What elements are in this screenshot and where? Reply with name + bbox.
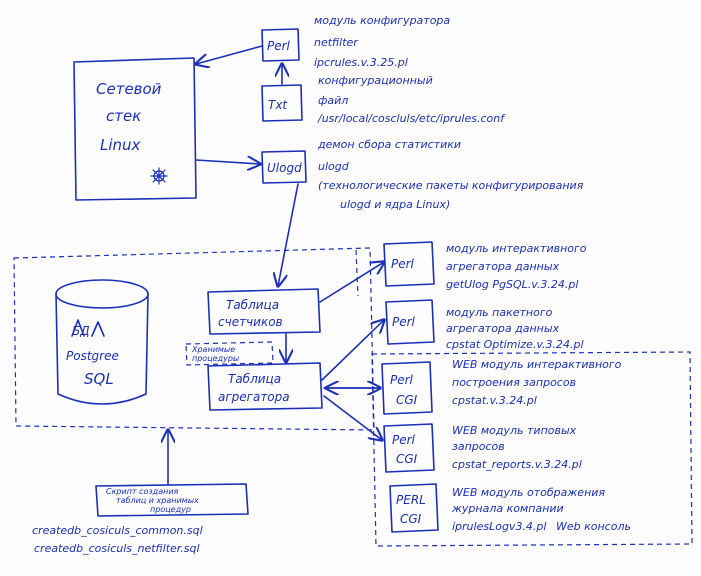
perl-batch-box: Perl [392,315,416,329]
linux-stack-line3: Linux [100,136,141,154]
scripts-file2: createdb_cosiculs_netfilter.sql [34,542,200,555]
cgi-reports-box1: Perl [392,433,416,447]
perl-batch-line3: cpstat Optimize.v.3.24.pl [446,338,584,351]
table-aggregator-line2: агрегатора [218,390,290,404]
linux-stack-node: Сетевой стек Linux [73,57,197,201]
stored-procedures-node: Хранимые процедуры [185,341,274,366]
cgi-console-line2: журнала компании [451,502,564,515]
db-label2: Postgree [66,349,119,363]
cgi-reports-line3: cpstat_reports.v.3.24.pl [452,458,582,471]
linux-stack-line1: Сетевой [96,80,162,98]
scripts-file1: createdb_cosiculs_common.sql [32,524,203,537]
perl-interactive-box: Perl [391,257,415,271]
linux-stack-line2: стек [106,107,141,125]
perl-batch-node: Perl модуль пакетного агрегатора данных … [385,299,584,351]
perl-netfilter-line1: модуль конфигуратора [314,14,450,27]
connectors [168,45,384,485]
perl-interactive-node: Perl модуль интерактивного агрегатора да… [383,241,587,291]
ulogd-node: Ulogd демон сбора статистики ulogd (техн… [261,138,584,211]
table-counters-node: Таблица счетчиков [207,288,321,335]
perl-netfilter-line3: ipcrules.v.3.25.pl [314,56,408,69]
ulogd-line1: демон сбора статистики [317,138,461,151]
perl-netfilter-box: Perl [267,39,291,53]
cgi-reports-line1: WEB модуль типовых [452,424,577,437]
cgi-reports-box2: CGI [396,452,418,466]
stored-proc-line2: процедуры [192,354,239,363]
table-counters-line2: счетчиков [218,315,283,329]
cgi-interactive-line1: WEB модуль интерактивного [452,358,622,371]
perl-interactive-line3: getUlog PgSQL.v.3.24.pl [446,278,578,291]
scripts-line2: таблиц и хранимых [116,496,199,505]
db-divider [355,249,359,297]
perl-netfilter-line2: netfilter [314,36,359,49]
ulogd-line2: ulogd [318,160,350,173]
cgi-console-line3: iprulesLogv3.4.pl [452,520,546,533]
db-label3: SQL [84,370,114,388]
table-counters-line1: Таблица [226,298,279,312]
db-container-border [13,247,375,431]
stored-proc-line1: Хранимые [191,345,235,354]
cgi-interactive-node: Perl CGI WEB модуль интерактивного постр… [381,358,622,415]
txt-config-line2: файл [318,94,348,107]
perl-netfilter-node: Perl модуль конфигуратора netfilter ipcr… [261,14,450,69]
scripts-node: Скрипт создания таблиц и хранимых процед… [32,483,249,555]
cgi-reports-line2: запросов [452,440,505,453]
cgi-reports-node: Perl CGI WEB модуль типовых запросов cps… [383,423,582,473]
cgi-interactive-line3: cpstat.v.3.24.pl [452,394,537,407]
cgi-interactive-box2: CGI [396,393,418,407]
cgi-console-box1: PERL [396,493,426,507]
db-label1: БД [72,324,90,338]
cgi-interactive-line2: построения запросов [452,376,576,389]
txt-config-box: Txt [268,98,288,112]
ulogd-line4: ulogd и ядра Linux) [340,198,450,211]
table-aggregator-node: Таблица агрегатора [207,362,323,411]
perl-interactive-line1: модуль интерактивного [446,242,587,255]
txt-config-line1: конфигурационный [318,74,433,87]
perl-batch-line2: агрегатора данных [446,322,560,335]
perl-batch-line1: модуль пакетного [446,306,553,319]
cgi-console-line1: WEB модуль отображения [452,486,605,499]
database-icon: БД Postgree SQL [55,279,149,405]
txt-config-node: Txt конфигурационный файл /usr/local/cos… [261,74,506,125]
cgi-console-node: PERL CGI WEB модуль отображения журнала … [389,483,631,533]
gear-icon [150,167,168,185]
cgi-console-box2: CGI [400,512,422,526]
txt-config-line3: /usr/local/coscluls/etc/iprules.conf [317,112,506,125]
ulogd-line3: (технологические пакеты конфигурирования [318,179,584,192]
scripts-line1: Скрипт создания [106,487,179,496]
scripts-line3: процедур [150,505,191,514]
ulogd-box: Ulogd [267,161,302,175]
cgi-interactive-box1: Perl [390,373,414,387]
perl-interactive-line2: агрегатора данных [446,260,560,273]
cgi-console-line3b: Web консоль [556,520,631,533]
table-aggregator-line1: Таблица [228,372,281,386]
